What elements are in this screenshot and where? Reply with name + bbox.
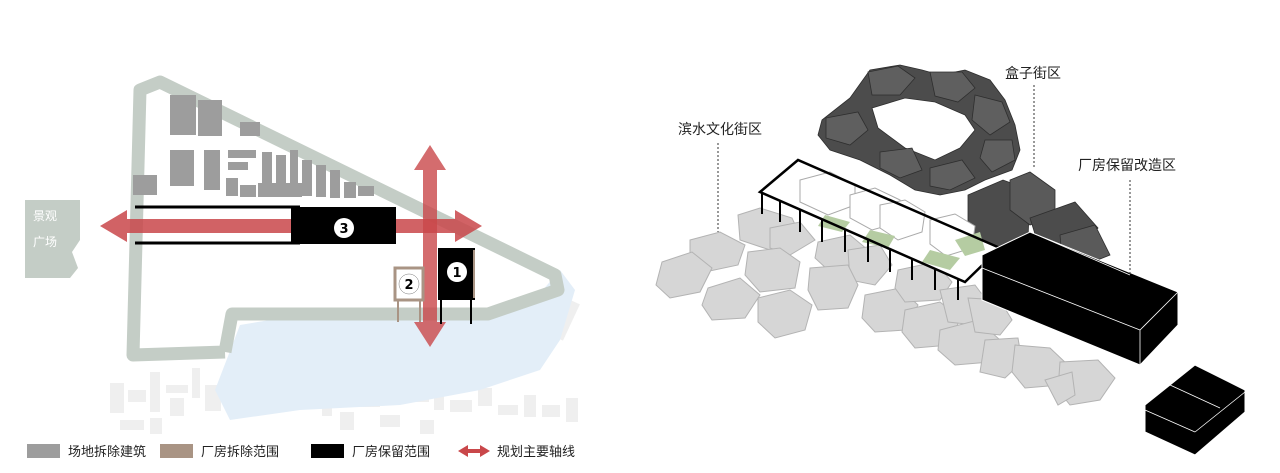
legend: 场地拆除建筑 厂房拆除范围 厂房保留范围 规划主要轴线 [27,444,575,460]
axonometric-view: 滨水文化街区 盒子街区 厂房保留改造区 [655,64,1246,456]
context-buildings [655,207,1116,406]
plaza-label-line1: 景观 [33,209,57,223]
factory-renovation-grey-buildings [967,171,1111,266]
label-waterfront-cultural-district: 滨水文化街区 [678,122,762,138]
label-box-street-district: 盒子街区 [1005,65,1061,82]
label-factory-renovation-district: 厂房保留改造区 [1078,158,1176,174]
zone-marker-2 [398,273,420,295]
zone-number-3: 3 [339,222,348,237]
site-boundary [126,75,565,362]
waterfront-cultural-strip [757,158,1003,300]
legend-label-main-axis: 规划主要轴线 [497,445,575,460]
legend-swatch-demolished-factory [160,444,193,458]
legend-label-demolished-buildings: 场地拆除建筑 [68,444,146,460]
legend-swatch-retained-factory [311,444,344,458]
site-plan: 景观 广场 [25,75,580,434]
zone-number-2: 2 [404,278,413,293]
legend-label-retained-factory: 厂房保留范围 [352,444,430,460]
demolished-site-buildings [133,95,374,198]
zone-marker-1 [447,262,467,282]
legend-swatch-demolished-buildings [27,444,60,458]
water-area [215,270,575,420]
landscape-plaza [25,200,80,278]
planning-axis-vertical [414,145,446,347]
zone-number-1: 1 [452,266,461,281]
legend-arrow-icon [458,445,490,457]
retained-factory-large [981,231,1179,366]
plaza-label-line2: 广场 [33,235,57,249]
zone-marker-3 [334,218,354,238]
legend-label-demolished-factory: 厂房拆除范围 [201,444,279,460]
retained-factory-small [1144,364,1246,456]
box-street-block [817,64,1021,196]
